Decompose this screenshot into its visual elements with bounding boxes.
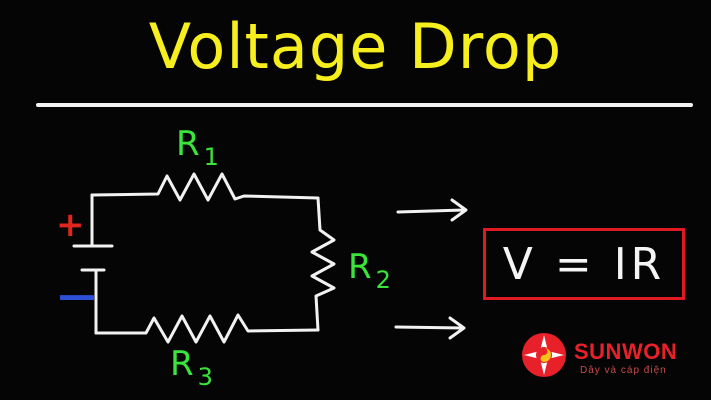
brand-logo: SUNWON Dây và cáp điện [520,331,705,381]
formula-box: V = IR [483,228,685,300]
sunwon-logo-icon [522,333,566,377]
logo-tagline: Dây và cáp điện [580,365,667,376]
ohms-law-formula: V = IR [502,238,666,290]
battery-plus-sign: + [56,205,85,245]
battery-minus-sign: — [58,273,96,317]
bottom-wire [94,313,320,344]
logo-name: SUNWON [574,339,678,364]
right-wire [310,196,336,332]
r3-letter: R [170,344,194,384]
page-title: Voltage Drop [148,10,563,83]
r2-letter: R [348,247,372,287]
title-underline [36,103,693,107]
r2-index: 2 [375,266,391,294]
r1-index: 1 [203,143,219,171]
arrow-bottom [394,316,466,340]
r3-index: 3 [197,363,213,391]
r1-letter: R [176,124,200,164]
arrow-top [396,198,468,222]
top-wire [90,172,320,202]
